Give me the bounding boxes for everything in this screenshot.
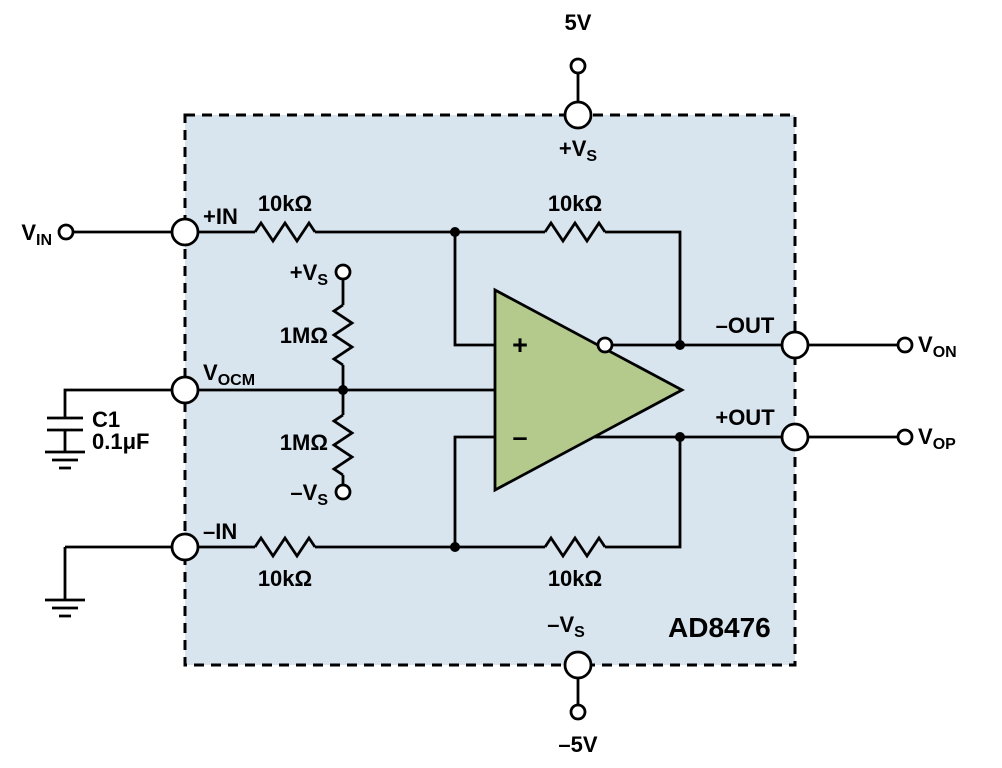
- capacitor-c1-symbol: [47, 416, 83, 432]
- supply-neg5v-label: –5V: [558, 732, 597, 757]
- pin-vsneg: [563, 650, 593, 680]
- terminal-vop: [896, 428, 914, 446]
- vs-neg-internal-label: –VS: [290, 480, 328, 509]
- pin-outpos: [780, 422, 810, 452]
- pin-vocm: [170, 375, 200, 405]
- junction-dot: [450, 542, 460, 552]
- amp-plus-sign: +: [512, 330, 528, 360]
- resistor-1m-lower: [331, 413, 355, 477]
- vs-pos-pin-label: +VS: [559, 136, 598, 165]
- out-pos-label: +OUT: [715, 405, 775, 430]
- terminal-vin: [57, 223, 75, 241]
- terminal-5v: [569, 57, 587, 75]
- wire-to-minus-input: [453, 435, 495, 547]
- terminal-neg5v: [569, 703, 587, 721]
- r1m-lower-label: 1MΩ: [280, 430, 328, 455]
- r10k-input-top-label: 10kΩ: [258, 191, 312, 216]
- pin-inneg: [170, 532, 200, 562]
- junction-dot: [338, 385, 348, 395]
- terminal-von: [896, 336, 914, 354]
- vin-label: VIN: [21, 220, 52, 249]
- opamp-triangle: [493, 287, 685, 493]
- r1m-upper-label: 1MΩ: [280, 323, 328, 348]
- wire-vocm-left: [63, 388, 172, 418]
- c1-ref-label: C1: [92, 407, 120, 432]
- wire-feedback-bottom: [605, 437, 682, 549]
- pin-inpos: [170, 217, 200, 247]
- wire-feedback-top: [605, 230, 682, 345]
- wire-to-plus-input: [453, 232, 495, 347]
- device-label: AD8476: [668, 612, 771, 643]
- vocm-label: VOCM: [203, 360, 255, 389]
- r10k-input-bottom-label: 10kΩ: [258, 566, 312, 591]
- vs-neg-pin-label: –VS: [547, 612, 585, 641]
- r10k-feedback-top-label: 10kΩ: [548, 191, 602, 216]
- ground-symbol-inneg: [45, 598, 85, 618]
- out-neg-label: –OUT: [716, 313, 775, 338]
- supply-5v-label: 5V: [565, 10, 592, 35]
- pin-outneg: [780, 330, 810, 360]
- junction-dot: [450, 227, 460, 237]
- von-label: VON: [918, 332, 957, 361]
- resistor-10k-feedback-top: [543, 220, 607, 244]
- junction-dot: [675, 340, 685, 350]
- resistor-10k-input-top: [253, 220, 317, 244]
- inversion-bubble: [596, 336, 614, 354]
- in-pos-label: +IN: [203, 204, 238, 229]
- resistor-10k-feedback-bottom: [543, 535, 607, 559]
- terminal-vspos-internal: [334, 263, 352, 281]
- amp-minus-sign: –: [512, 422, 527, 452]
- terminal-vsneg-internal: [334, 483, 352, 501]
- ground-symbol-vocm: [45, 450, 85, 470]
- pin-vspos: [563, 100, 593, 130]
- resistor-10k-input-bottom: [253, 535, 317, 559]
- vs-pos-internal-label: +VS: [290, 260, 329, 289]
- c1-value-label: 0.1μF: [92, 429, 149, 454]
- junction-dot: [675, 432, 685, 442]
- in-neg-label: –IN: [203, 519, 237, 544]
- resistor-1m-upper: [331, 303, 355, 367]
- r10k-feedback-bottom-label: 10kΩ: [548, 566, 602, 591]
- vop-label: VOP: [918, 424, 956, 453]
